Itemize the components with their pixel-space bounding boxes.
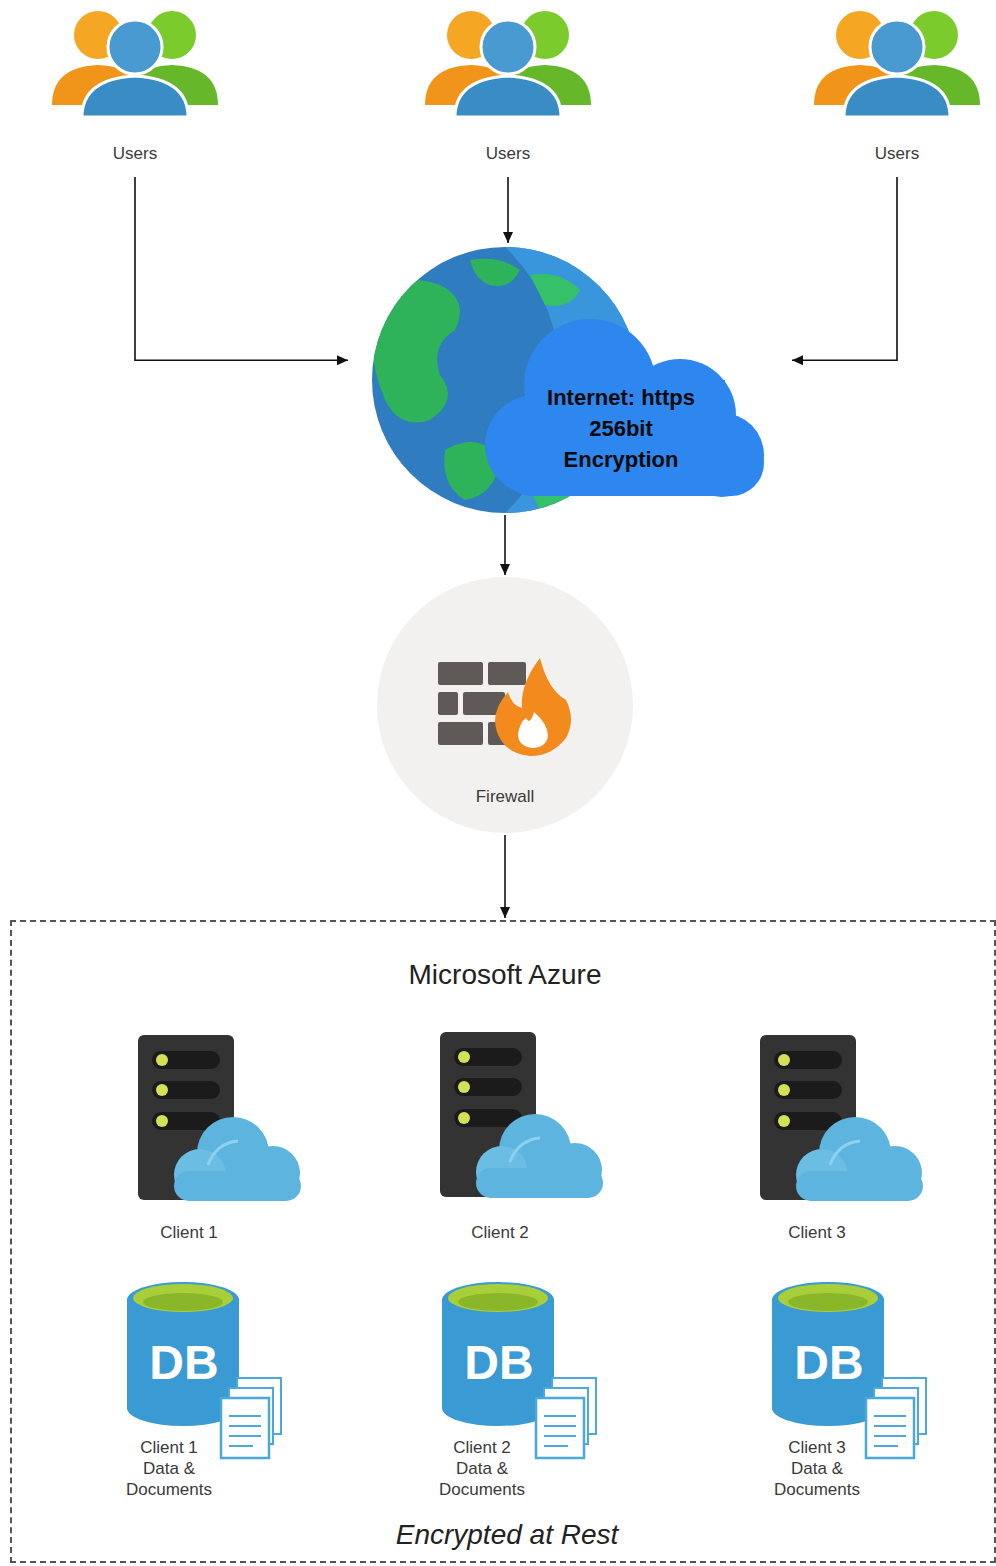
users-icon [52, 11, 218, 117]
database-icon [442, 1282, 596, 1458]
firewall-icon [377, 577, 633, 833]
database-icon [772, 1282, 926, 1458]
server-icon [138, 1035, 301, 1201]
db-mark: DB [772, 1336, 886, 1390]
arrow-head [500, 907, 510, 918]
connector [500, 835, 510, 918]
node-label: Firewall [405, 786, 605, 807]
node-label: Client 1 [129, 1222, 249, 1243]
connector [500, 515, 510, 575]
globe-icon [372, 247, 764, 513]
db-mark: DB [127, 1336, 241, 1390]
arrow-head [503, 232, 513, 243]
internet-cloud: Internet: https 256bit Encryption [372, 245, 768, 513]
node-label: Users [75, 143, 195, 164]
connector [135, 177, 348, 365]
db-mark: DB [442, 1336, 556, 1390]
users-icon [425, 11, 591, 117]
arrow-head [792, 355, 803, 365]
client-server: Client 1 [132, 1032, 312, 1254]
node-note: Encrypted at Rest [307, 1518, 707, 1552]
users-icon [814, 11, 980, 117]
connector [503, 177, 513, 243]
client-server: Client 2 [434, 1030, 614, 1254]
connector-line [135, 177, 348, 360]
database-icon [127, 1282, 281, 1458]
node-label: Users [448, 143, 568, 164]
node-label: Client 3 [757, 1222, 877, 1243]
server-icon [440, 1032, 603, 1198]
server-icon [760, 1035, 923, 1201]
users-group: Users [802, 5, 992, 175]
arrow-head [337, 355, 348, 365]
client-server: Client 3 [754, 1032, 934, 1254]
node-label: Microsoft Azure [305, 958, 705, 992]
client-database: Client 3 Data & Documents [762, 1276, 934, 1504]
firewall-circle: Firewall [377, 577, 633, 833]
client-database: Client 2 Data & Documents [432, 1276, 604, 1504]
node-label: Client 1 Data & Documents [123, 1437, 215, 1500]
azure-region: Microsoft AzureEncrypted at Rest Client 1… [10, 920, 996, 1563]
node-label: Client 2 Data & Documents [436, 1437, 528, 1500]
node-label: Client 2 [440, 1222, 560, 1243]
users-group: Users [40, 5, 230, 175]
node-label: Users [837, 143, 957, 164]
client-database: Client 1 Data & Documents [120, 1276, 292, 1504]
arrow-head [500, 564, 510, 575]
connector-line [504, 835, 506, 918]
users-group: Users [413, 5, 603, 175]
node-label: Internet: https 256bit Encryption [539, 382, 704, 475]
connector [792, 177, 897, 365]
node-label: Client 3 Data & Documents [771, 1437, 863, 1500]
connector-line [792, 177, 897, 360]
